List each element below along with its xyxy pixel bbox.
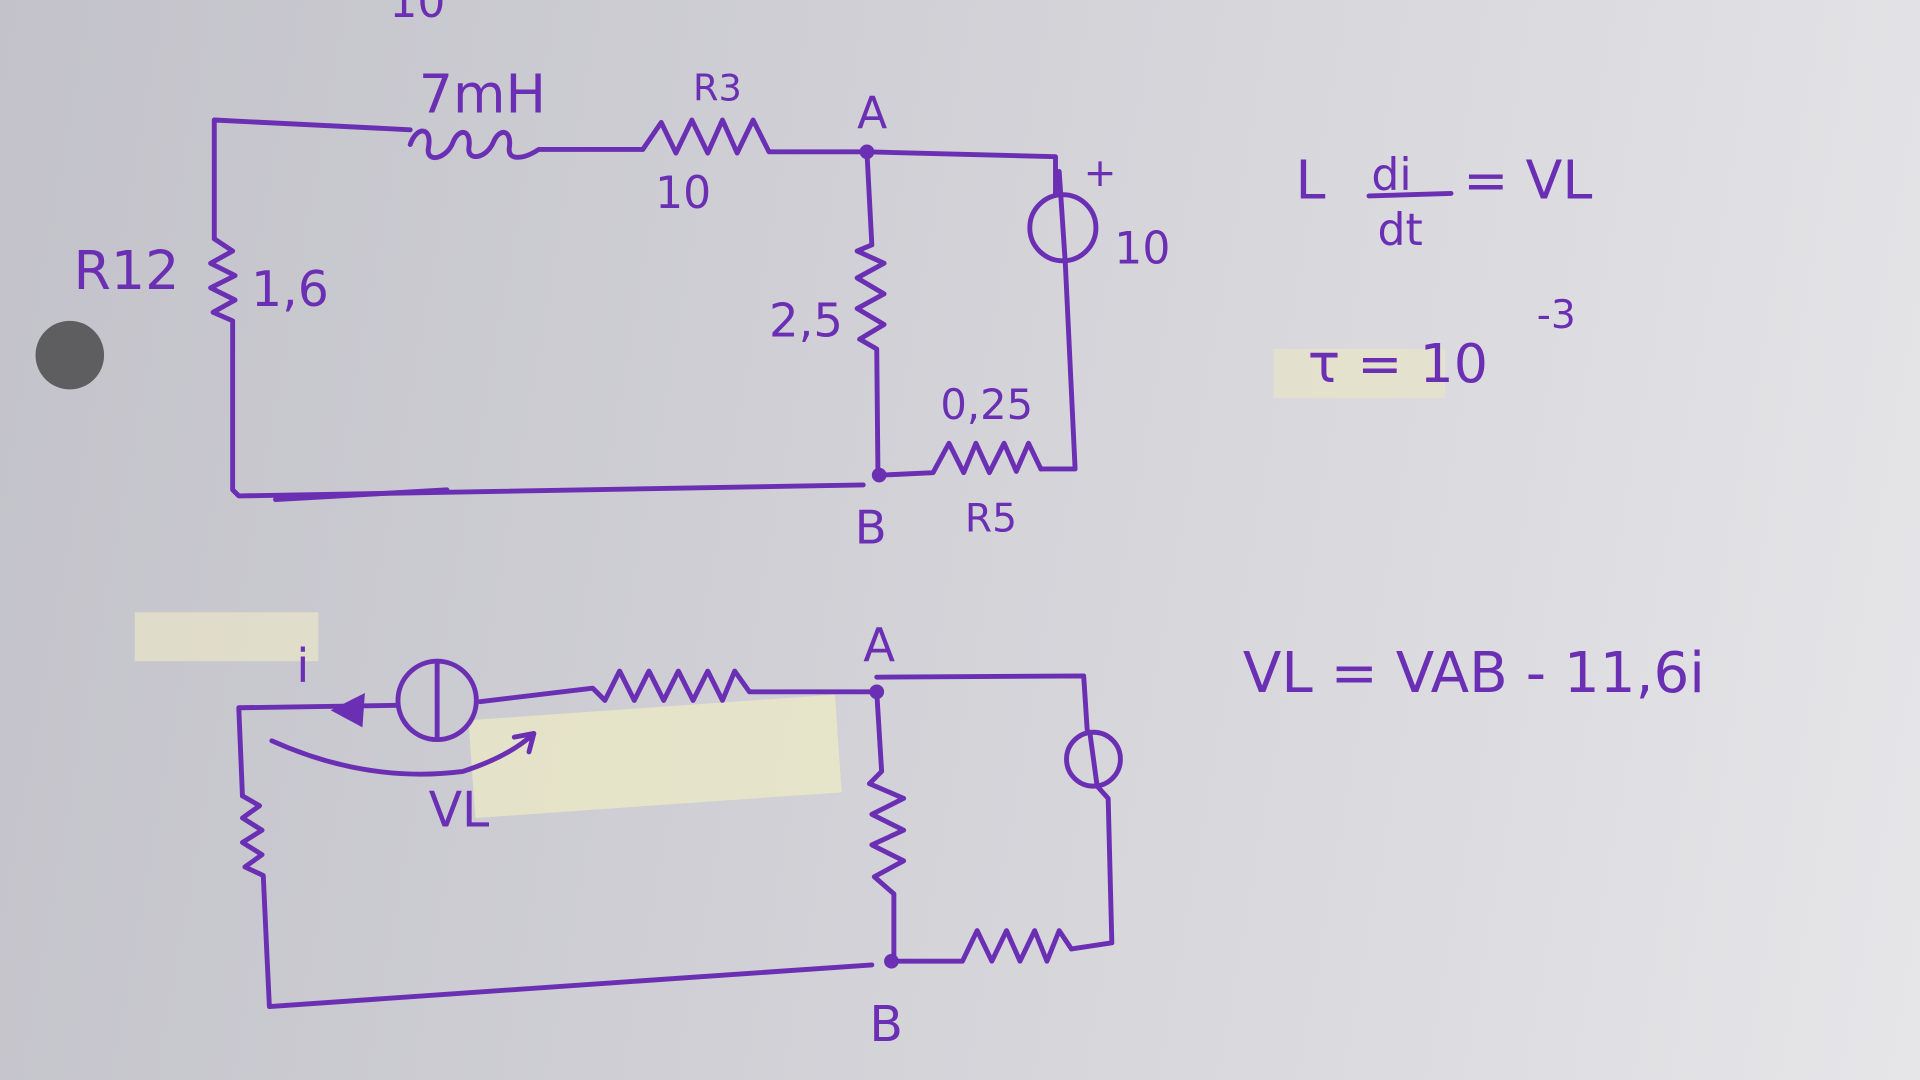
vl-arrow-head [511,731,537,755]
source-line [1068,729,1115,952]
resistor-r12 [208,236,866,499]
wire-left [236,702,401,799]
resistor-left-bottom [240,793,875,1009]
inductor-label: 7mH [419,63,546,126]
node-a-dot [869,684,885,700]
node-b-dot [884,953,899,969]
node-b-label-bottom: B [869,996,903,1053]
top-circuit [208,117,1099,503]
node-a-label: A [857,89,887,140]
tau-eq: τ = 10 [1308,332,1488,395]
inductor-eq-right: = VL [1463,148,1592,211]
cutoff-label: 10 [389,0,445,28]
source-value: 10 [1114,223,1170,274]
fraction-bar [1366,191,1454,199]
node-a-label-bottom: A [863,618,895,672]
resistor-r5 [879,440,1044,478]
voltage-source-bottom-right [1064,729,1123,789]
resistor-middle-bottom [866,689,907,964]
current-arrow-icon [330,693,365,728]
r3-value: 10 [655,168,711,219]
r5-value: 0,25 [940,380,1033,429]
r5-name: R5 [965,496,1017,541]
tape-patch [1273,348,1445,398]
middle-resistor-value: 2,5 [769,294,843,348]
bottom-wire-double [273,487,450,503]
tape-patch [468,694,842,818]
source-polarity: + [1084,151,1117,196]
inductor-eq-den: dt [1378,205,1423,256]
binder-hole [35,320,105,390]
inductor-eq-left: L [1296,148,1326,211]
node-b-label: B [855,501,887,555]
vl-equation: VL = VAB - 11,6i [1243,641,1705,706]
resistor-2-5 [854,149,887,478]
vl-arc [269,732,536,777]
resistor-r3 [640,117,1058,196]
tau-exp: -3 [1537,293,1576,338]
tape-patch [134,612,319,662]
source-line [1038,168,1078,472]
wire-right [874,673,1090,735]
inductor-eq-num: di [1371,150,1411,201]
node-b-dot [871,467,887,483]
current-label: i [296,639,309,693]
r12-value: 1,6 [251,261,329,318]
node-a-dot [859,144,875,160]
vl-label: VL [429,782,490,839]
r12-name: R12 [73,239,179,302]
r3-name: R3 [693,66,742,109]
bottom-circuit [236,658,1123,1009]
wire-left-top [211,117,413,242]
resistor-bottom-right [891,928,1074,964]
resistor-top-bottom [477,668,880,705]
inductor [407,128,646,160]
